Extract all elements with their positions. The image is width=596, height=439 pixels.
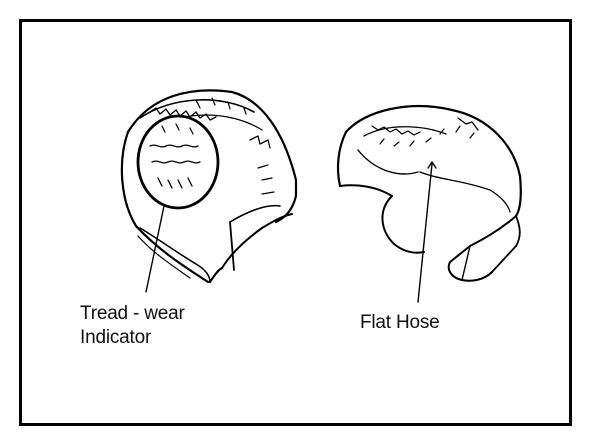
- flat-hose: [338, 106, 521, 302]
- flat-hose-label: Flat Hose: [360, 311, 440, 335]
- tread-label-line1: Tread - wear: [80, 302, 185, 326]
- tread-wear-indicator-label: Tread - wear Indicator: [80, 302, 185, 350]
- tread-label-line2: Indicator: [80, 326, 185, 350]
- tread-wear-hose: [122, 90, 296, 292]
